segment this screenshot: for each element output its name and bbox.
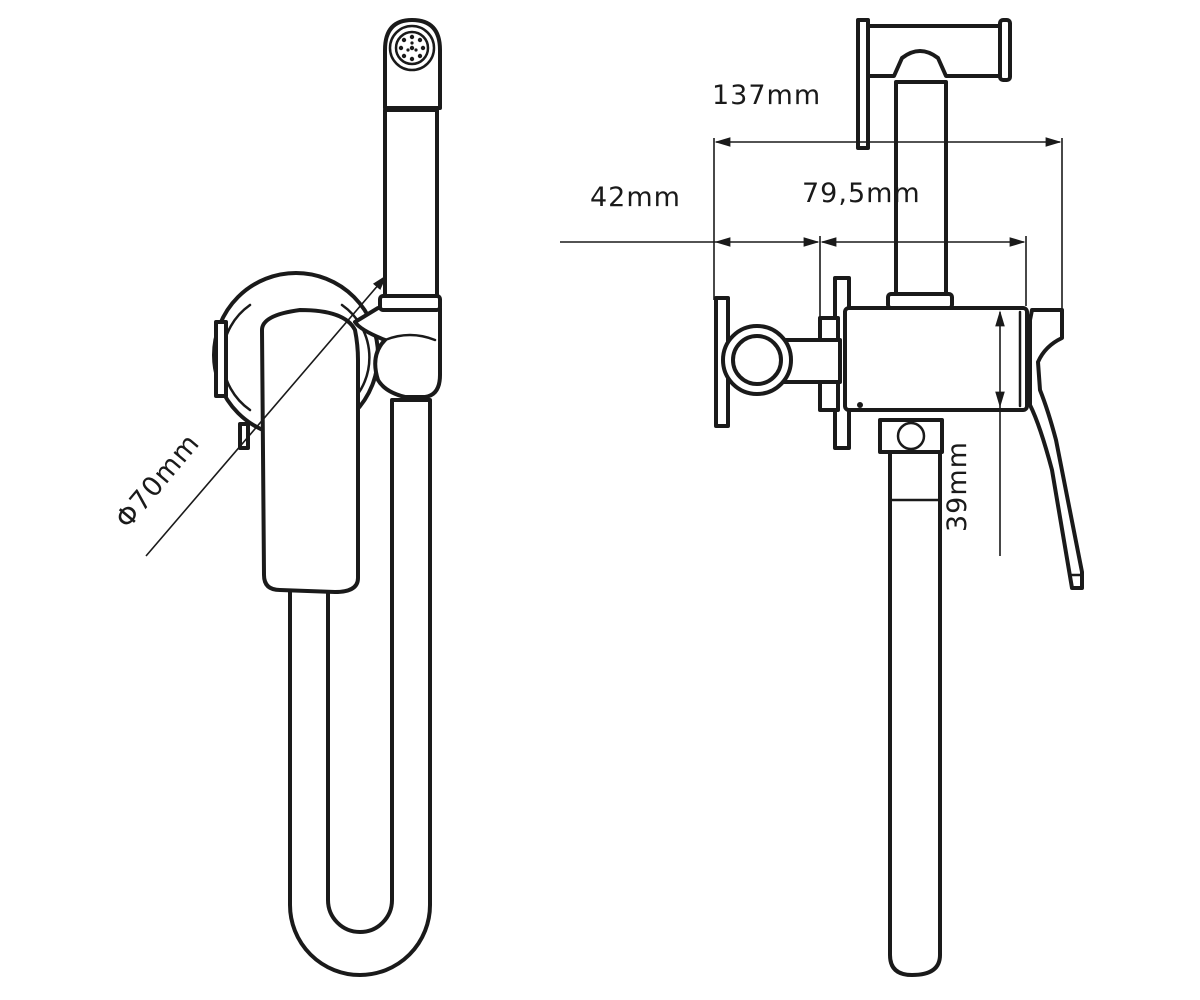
handset-stem [383, 108, 439, 302]
front-view: Φ70mm [110, 18, 442, 977]
side-nozzle-tip [998, 18, 1012, 82]
hose-loop [288, 398, 432, 977]
side-hose [888, 448, 942, 977]
spray-face-outer [388, 24, 436, 72]
holder-bracket [353, 306, 442, 399]
side-view: 137mm 42mm 79,5mm 39mm [560, 18, 1084, 977]
hose-nut [878, 418, 944, 454]
valve-body-dot [857, 402, 863, 408]
body-height-label: 39mm [942, 441, 973, 532]
diameter-dim-line [145, 274, 388, 557]
hose-nut-detail [896, 421, 926, 451]
side-lever [1028, 308, 1084, 590]
diameter-label: Φ70mm [110, 428, 207, 535]
handset-collar [378, 294, 442, 312]
side-handset-head [866, 24, 1002, 78]
holder-detail [383, 333, 437, 342]
side-handset-collar [886, 292, 954, 310]
flange-tab-left [214, 320, 228, 398]
inlet-fitting-inner [731, 334, 783, 386]
spray-face-inner [394, 30, 430, 66]
wall-offset-label: 42mm [590, 182, 681, 213]
body-length-label: 79,5mm [802, 178, 921, 209]
side-handset-stem [894, 80, 948, 298]
spray-nozzles [398, 34, 426, 62]
overall-length-label: 137mm [712, 80, 821, 111]
lever-handle [260, 308, 360, 594]
side-handset-back [856, 18, 870, 150]
